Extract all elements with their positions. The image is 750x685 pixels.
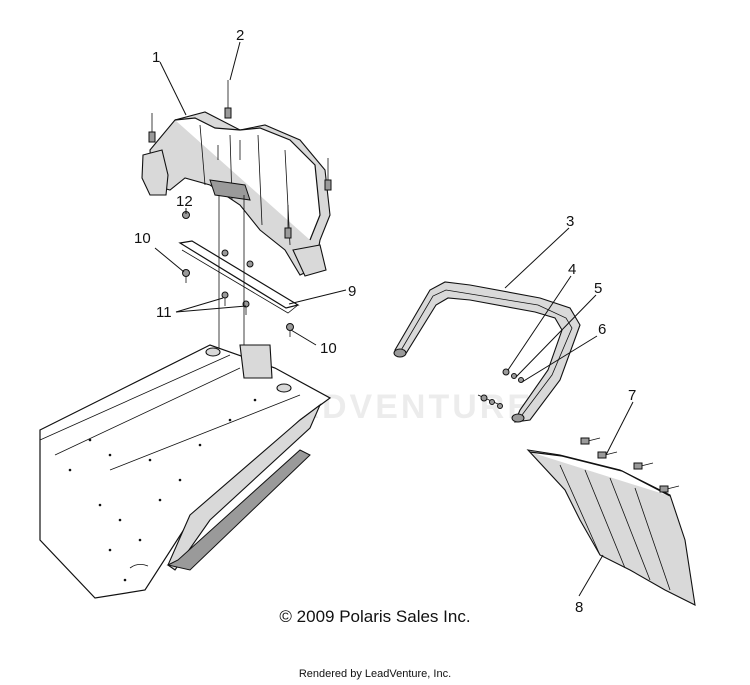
callout-12: 12	[176, 193, 193, 210]
callout-labels: 1 2 3 4 5 6 7 8 9 10 10 11 12	[134, 27, 636, 616]
callout-8: 8	[575, 599, 583, 616]
cover-screws	[148, 80, 332, 239]
strip-fasteners	[182, 211, 294, 337]
leader-lines	[154, 41, 634, 597]
callout-5: 5	[594, 280, 602, 297]
flap-rivets	[580, 437, 680, 493]
callout-4: 4	[568, 261, 576, 278]
chassis-tunnel[interactable]	[39, 344, 332, 599]
callout-3: 3	[566, 213, 574, 230]
grab-bar-fasteners	[477, 368, 524, 409]
callout-7: 7	[628, 387, 636, 404]
rendered-by-credit: Rendered by LeadVenture, Inc.	[298, 668, 452, 680]
callout-9: 9	[348, 283, 356, 300]
rear-cover-part[interactable]	[141, 111, 331, 277]
callout-10a: 10	[134, 230, 151, 247]
callout-10b: 10	[320, 340, 337, 357]
chassis-holes	[68, 398, 257, 582]
callout-11: 11	[156, 304, 172, 321]
copyright-notice: © 2009 Polaris Sales Inc.	[279, 607, 471, 626]
grab-bar-part[interactable]	[393, 281, 581, 423]
snow-flap-part[interactable]	[526, 449, 696, 606]
callout-1: 1	[152, 49, 160, 66]
mounting-strip-part[interactable]	[178, 240, 300, 314]
callout-2: 2	[236, 27, 244, 44]
callout-6: 6	[598, 321, 606, 338]
